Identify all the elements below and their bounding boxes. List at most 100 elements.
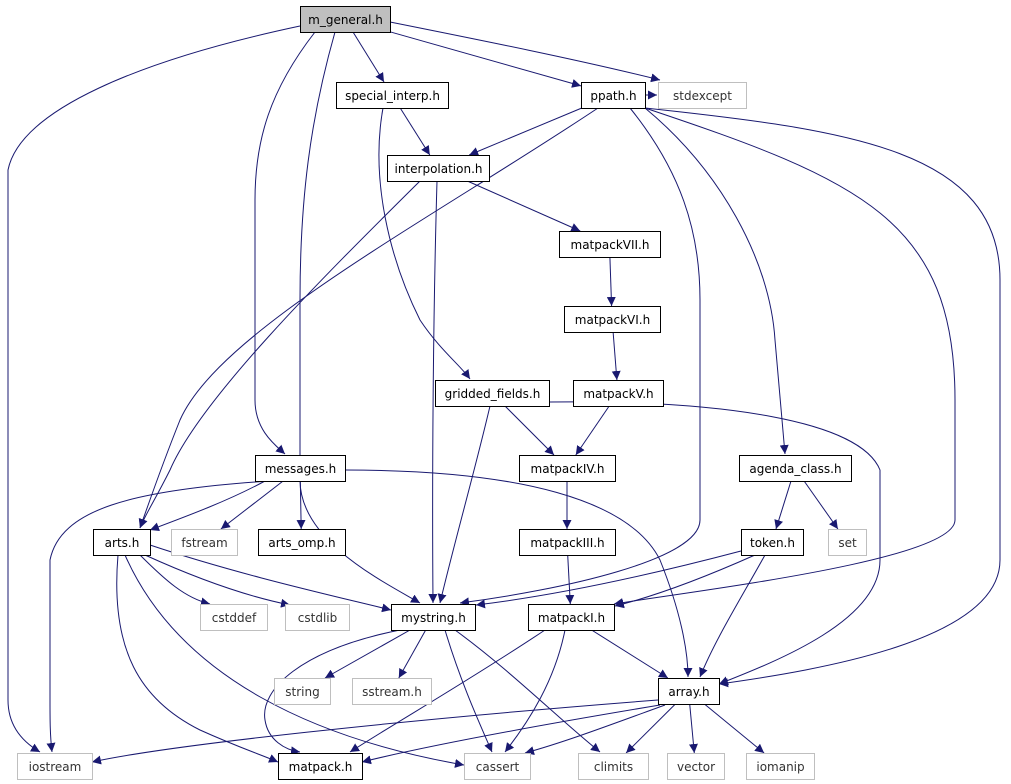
- edge-matpackV-to-matpackIV: [575, 405, 610, 456]
- node-agenda_class[interactable]: agenda_class.h: [739, 455, 852, 482]
- edge-matpackI-to-cassert: [504, 629, 566, 753]
- edge-m_general-to-ppath: [389, 31, 582, 88]
- node-matpack[interactable]: matpack.h: [278, 753, 363, 780]
- edge-mystring-to-climits: [454, 629, 601, 753]
- node-string[interactable]: string: [274, 678, 331, 705]
- node-matpackIV[interactable]: matpackIV.h: [519, 455, 616, 482]
- node-label-matpackIV: matpackIV.h: [531, 462, 605, 476]
- node-box-string: [274, 678, 331, 705]
- node-label-cstdlib: cstdlib: [298, 611, 337, 625]
- node-box-m_general: [300, 6, 391, 33]
- edge-agenda_class-to-set: [803, 480, 839, 530]
- edge-m_general-to-iostream: [7, 25, 301, 753]
- node-label-matpackVII: matpackVII.h: [571, 238, 650, 252]
- edge-m_general-to-mystring: [299, 31, 421, 604]
- node-label-stdexcept: stdexcept: [673, 89, 732, 103]
- node-box-matpackVI: [564, 306, 661, 333]
- node-label-arts: arts.h: [105, 536, 140, 550]
- node-iomanip[interactable]: iomanip: [746, 753, 815, 780]
- edge-ppath-to-agenda_class: [644, 107, 789, 455]
- node-gridded_fields[interactable]: gridded_fields.h: [435, 380, 550, 407]
- node-matpackV[interactable]: matpackV.h: [573, 380, 664, 407]
- edge-matpackVII-to-matpackVI: [606, 256, 616, 307]
- node-label-sstream: sstream.h: [362, 685, 422, 699]
- edge-gridded_fields-to-array: [548, 401, 881, 685]
- node-box-sstream: [352, 678, 432, 705]
- edge-array-to-climits: [625, 703, 676, 754]
- node-label-matpackI: matpackI.h: [538, 611, 605, 625]
- node-box-special_interp: [336, 82, 449, 109]
- node-token[interactable]: token.h: [741, 529, 804, 556]
- node-arts_omp[interactable]: arts_omp.h: [258, 529, 346, 556]
- node-m_general[interactable]: m_general.h: [300, 6, 391, 33]
- node-ppath[interactable]: ppath.h: [581, 82, 646, 109]
- edge-mystring-to-sstream: [398, 629, 427, 679]
- node-label-m_general: m_general.h: [308, 13, 383, 27]
- edge-array-to-cassert: [524, 704, 666, 755]
- node-stdexcept[interactable]: stdexcept: [658, 82, 747, 109]
- edge-array-to-matpack: [361, 704, 661, 765]
- edge-messages-to-iostream: [46, 480, 271, 753]
- node-label-matpackV: matpackV.h: [583, 387, 653, 401]
- node-iostream[interactable]: iostream: [17, 753, 93, 780]
- node-cstdlib[interactable]: cstdlib: [285, 604, 350, 631]
- edge-array-to-iomanip: [704, 703, 765, 754]
- node-box-matpackV: [573, 380, 664, 407]
- node-box-array: [658, 678, 720, 705]
- edge-matpackIII-to-matpackI: [565, 554, 575, 605]
- node-fstream[interactable]: fstream: [171, 529, 238, 556]
- node-box-matpack: [278, 753, 363, 780]
- node-label-gridded_fields: gridded_fields.h: [445, 387, 541, 401]
- edge-mystring-to-matpack: [264, 629, 401, 756]
- node-messages[interactable]: messages.h: [255, 455, 346, 482]
- node-set[interactable]: set: [828, 529, 867, 556]
- edge-array-to-vector: [688, 703, 698, 754]
- node-arts[interactable]: arts.h: [93, 529, 151, 556]
- node-array[interactable]: array.h: [658, 678, 720, 705]
- node-vector[interactable]: vector: [667, 753, 725, 780]
- node-special_interp[interactable]: special_interp.h: [336, 82, 449, 109]
- edge-token-to-matpackI: [614, 554, 756, 609]
- edge-m_general-to-special_interp: [352, 31, 385, 83]
- edge-matpackVI-to-matpackV: [611, 331, 621, 381]
- edge-layer: [7, 21, 1001, 768]
- node-label-string: string: [285, 685, 319, 699]
- node-box-ppath: [581, 82, 646, 109]
- node-label-special_interp: special_interp.h: [345, 89, 440, 103]
- node-label-array: array.h: [668, 685, 709, 699]
- node-interpolation[interactable]: interpolation.h: [387, 155, 490, 182]
- edge-agenda_class-to-token: [774, 480, 792, 530]
- node-box-fstream: [171, 529, 238, 556]
- node-box-set: [828, 529, 867, 556]
- node-label-arts_omp: arts_omp.h: [268, 536, 335, 550]
- edge-gridded_fields-to-matpackIV: [504, 405, 555, 456]
- edge-matpackI-to-matpack: [349, 629, 546, 753]
- node-box-matpackIV: [519, 455, 616, 482]
- edge-messages-to-arts: [149, 480, 266, 532]
- node-label-cassert: cassert: [476, 760, 520, 774]
- node-matpackVI[interactable]: matpackVI.h: [564, 306, 661, 333]
- node-label-matpackVI: matpackVI.h: [575, 313, 650, 327]
- node-box-agenda_class: [739, 455, 852, 482]
- node-matpackI[interactable]: matpackI.h: [528, 604, 615, 631]
- edge-mystring-to-string: [324, 629, 411, 679]
- node-box-cassert: [464, 753, 531, 780]
- node-climits[interactable]: climits: [578, 753, 649, 780]
- edge-m_general-to-stdexcept: [389, 21, 661, 83]
- node-matpackIII[interactable]: matpackIII.h: [519, 529, 616, 556]
- edge-token-to-mystring: [475, 550, 742, 609]
- node-layer: m_general.h special_interp.h ppath.h stdexc…: [17, 6, 867, 780]
- node-matpackVII[interactable]: matpackVII.h: [559, 231, 661, 258]
- node-box-gridded_fields: [435, 380, 550, 407]
- edge-token-to-array: [699, 554, 766, 678]
- node-box-mystring: [391, 604, 476, 631]
- edge-array-to-iostream: [91, 699, 659, 765]
- node-cassert[interactable]: cassert: [464, 753, 531, 780]
- node-mystring[interactable]: mystring.h: [391, 604, 476, 631]
- node-sstream[interactable]: sstream.h: [352, 678, 432, 705]
- edge-interpolation-to-arts: [139, 180, 421, 529]
- node-label-fstream: fstream: [181, 536, 227, 550]
- edge-arts-to-matpack: [116, 554, 279, 763]
- node-cstddef[interactable]: cstddef: [200, 604, 268, 631]
